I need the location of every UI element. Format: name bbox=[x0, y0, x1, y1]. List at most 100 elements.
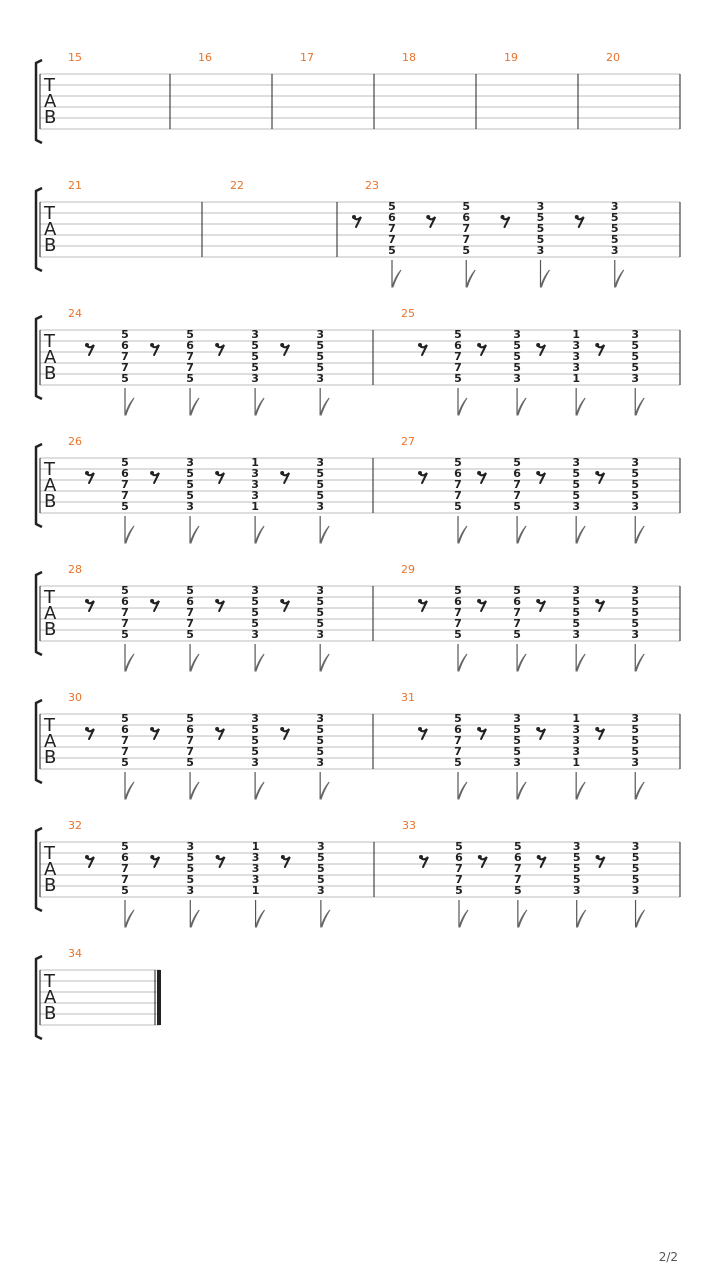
tab-clef-letter: A bbox=[44, 731, 57, 752]
fret-number: 5 bbox=[573, 862, 581, 875]
fret-number: 5 bbox=[316, 606, 324, 619]
tab-clef-letter: A bbox=[44, 987, 57, 1008]
eighth-rest-dot bbox=[595, 471, 600, 475]
tab-system: TAB2456775567753555335553255677535553133… bbox=[34, 307, 681, 416]
fret-number: 5 bbox=[513, 734, 521, 747]
eighth-rest-dot bbox=[477, 727, 482, 731]
fret-number: 7 bbox=[121, 606, 129, 619]
eighth-rest-dot bbox=[85, 855, 89, 859]
fret-number: 1 bbox=[572, 328, 580, 341]
fret-number: 5 bbox=[462, 200, 470, 213]
fret-number: 3 bbox=[631, 628, 639, 641]
fret-number: 1 bbox=[251, 456, 259, 469]
fret-number: 5 bbox=[513, 723, 521, 736]
eighth-rest-dot bbox=[280, 727, 285, 731]
tab-clef-letter: B bbox=[44, 619, 56, 640]
fret-number: 5 bbox=[251, 350, 259, 363]
measure-number: 20 bbox=[606, 51, 620, 64]
fret-number: 7 bbox=[513, 478, 521, 491]
fret-number: 5 bbox=[316, 478, 324, 491]
fret-number: 6 bbox=[186, 723, 194, 736]
measure-number: 25 bbox=[401, 307, 415, 320]
eighth-rest-dot bbox=[280, 599, 285, 603]
fret-number: 3 bbox=[316, 628, 324, 641]
fret-number: 5 bbox=[121, 456, 129, 469]
note-flag bbox=[516, 653, 527, 672]
eighth-rest-dot bbox=[536, 727, 541, 731]
eighth-rest-dot bbox=[418, 471, 422, 475]
fret-number: 5 bbox=[186, 712, 194, 725]
tab-clef-letter: T bbox=[43, 971, 56, 992]
fret-number: 3 bbox=[251, 372, 259, 385]
fret-number: 7 bbox=[462, 233, 470, 246]
fret-number: 3 bbox=[513, 756, 521, 769]
fret-number: 5 bbox=[121, 756, 129, 769]
page-number: 2/2 bbox=[658, 1250, 678, 1264]
fret-number: 5 bbox=[186, 873, 194, 886]
eighth-rest-dot bbox=[477, 599, 482, 603]
fret-number: 3 bbox=[251, 328, 259, 341]
eighth-rest-dot bbox=[595, 343, 600, 347]
eighth-rest-dot bbox=[595, 855, 600, 859]
tab-system: TAB3056775567753555335553315677535553133… bbox=[34, 691, 681, 800]
tab-clef-letter: T bbox=[43, 459, 56, 480]
fret-number: 5 bbox=[251, 361, 259, 374]
fret-number: 5 bbox=[186, 467, 194, 480]
fret-number: 7 bbox=[454, 745, 462, 758]
note-flag bbox=[124, 397, 135, 416]
fret-number: 6 bbox=[388, 211, 396, 224]
eighth-rest-dot bbox=[536, 471, 541, 475]
note-flag bbox=[189, 781, 200, 800]
fret-number: 1 bbox=[252, 884, 260, 897]
fret-number: 6 bbox=[455, 851, 463, 864]
fret-number: 5 bbox=[513, 745, 521, 758]
fret-number: 6 bbox=[454, 595, 462, 608]
fret-number: 5 bbox=[631, 723, 639, 736]
fret-number: 5 bbox=[632, 851, 640, 864]
note-flag bbox=[319, 525, 330, 544]
fret-number: 3 bbox=[251, 489, 259, 502]
fret-number: 3 bbox=[572, 584, 580, 597]
tab-clef-letter: A bbox=[44, 347, 57, 368]
fret-number: 6 bbox=[514, 851, 522, 864]
tab-clef-letter: A bbox=[44, 91, 57, 112]
fret-number: 5 bbox=[537, 211, 545, 224]
measure-number: 15 bbox=[68, 51, 82, 64]
fret-number: 5 bbox=[121, 328, 129, 341]
fret-number: 7 bbox=[455, 873, 463, 886]
fret-number: 3 bbox=[572, 456, 580, 469]
fret-number: 5 bbox=[316, 489, 324, 502]
eighth-rest-dot bbox=[215, 471, 220, 475]
note-flag bbox=[189, 525, 200, 544]
tab-clef-letter: B bbox=[44, 747, 56, 768]
fret-number: 5 bbox=[316, 339, 324, 352]
fret-number: 7 bbox=[513, 606, 521, 619]
fret-number: 5 bbox=[611, 222, 619, 235]
note-flag bbox=[189, 909, 200, 928]
note-flag bbox=[575, 781, 586, 800]
measure-number: 24 bbox=[68, 307, 82, 320]
fret-number: 3 bbox=[252, 862, 260, 875]
fret-number: 7 bbox=[186, 606, 194, 619]
eighth-rest-dot bbox=[536, 599, 541, 603]
tab-clef-letter: B bbox=[44, 235, 56, 256]
fret-number: 3 bbox=[186, 456, 194, 469]
fret-number: 6 bbox=[454, 339, 462, 352]
fret-number: 5 bbox=[317, 862, 325, 875]
note-flag bbox=[465, 269, 476, 288]
measure-number: 34 bbox=[68, 947, 82, 960]
fret-number: 5 bbox=[455, 840, 463, 853]
fret-number: 3 bbox=[186, 884, 194, 897]
fret-number: 3 bbox=[573, 840, 581, 853]
fret-number: 5 bbox=[316, 361, 324, 374]
eighth-rest-dot bbox=[215, 599, 220, 603]
tab-clef-letter: T bbox=[43, 843, 56, 864]
fret-number: 5 bbox=[388, 200, 396, 213]
fret-number: 3 bbox=[251, 712, 259, 725]
fret-number: 5 bbox=[121, 500, 129, 513]
fret-number: 5 bbox=[513, 584, 521, 597]
fret-number: 7 bbox=[186, 361, 194, 374]
fret-number: 3 bbox=[186, 500, 194, 513]
eighth-rest-dot bbox=[418, 727, 422, 731]
